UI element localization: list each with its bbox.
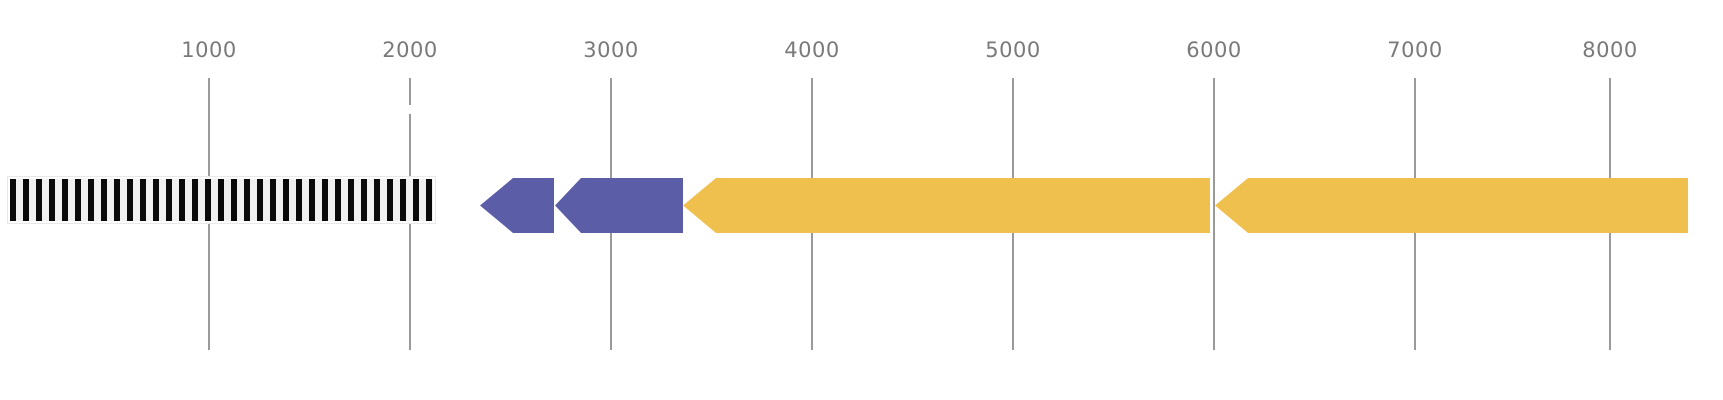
left-arrow-icon (555, 178, 683, 233)
left-arrow-icon (1215, 178, 1688, 233)
axis-gridline (1213, 78, 1215, 350)
axis-tick-label: 7000 (1387, 38, 1443, 62)
axis-tick-label: 3000 (583, 38, 639, 62)
feature-cds-4[interactable] (1215, 178, 1688, 233)
feature-cds-1[interactable] (480, 178, 554, 233)
feature-cds-2[interactable] (555, 178, 683, 233)
axis-tick-label: 2000 (382, 38, 438, 62)
left-arrow-icon (480, 178, 554, 233)
feature-cds-3[interactable] (683, 178, 1210, 233)
feature-hatched-region[interactable] (7, 176, 436, 224)
axis-tick-label: 5000 (985, 38, 1041, 62)
axis-tick-label: 6000 (1186, 38, 1242, 62)
left-arrow-icon (683, 178, 1210, 233)
axis-tick-label: 8000 (1582, 38, 1638, 62)
axis-tick-label: 4000 (784, 38, 840, 62)
axis-tick-label: 1000 (181, 38, 237, 62)
